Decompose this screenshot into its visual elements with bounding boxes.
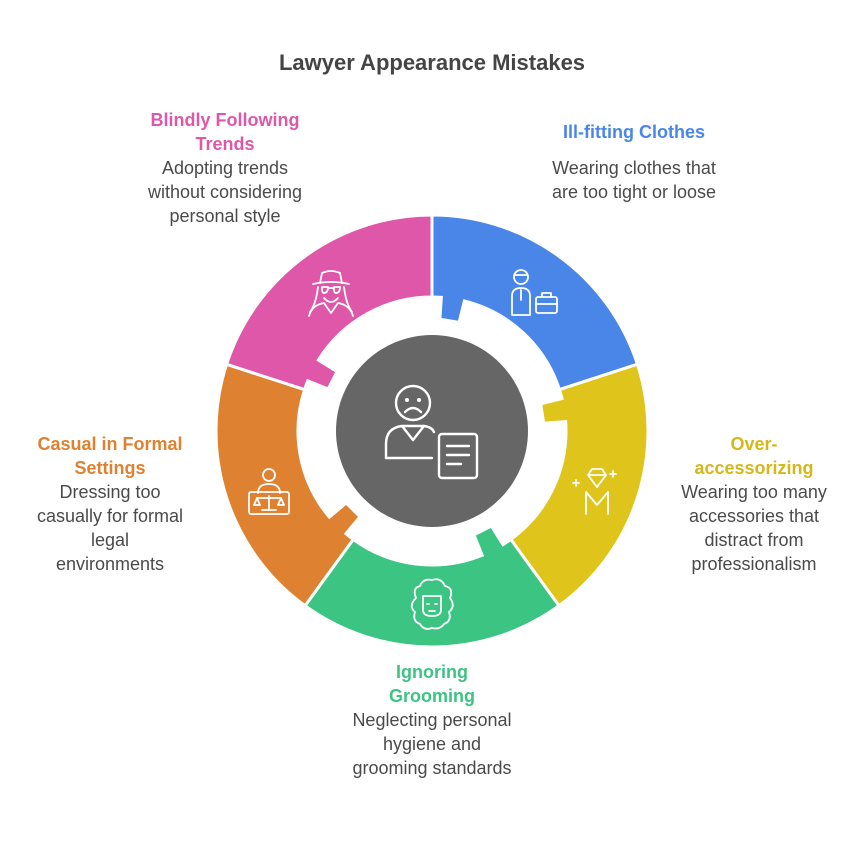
segment-label-ignoring-grooming: Ignoring Grooming Neglecting personal hy…: [332, 660, 532, 780]
segment-title: Blindly Following Trends: [150, 110, 300, 154]
judge-scales-icon: [248, 468, 290, 515]
messy-hair-face-icon: [410, 578, 454, 630]
segment-label-ill-fitting: Ill-fitting Clothes Wearing clothes that…: [532, 120, 736, 204]
diamond-necklace-icon: [572, 468, 617, 515]
hat-sunglasses-person-icon: [308, 270, 354, 317]
segment-label-over-accessorizing: Over-accessorizing Wearing too many acce…: [664, 432, 844, 576]
segment-label-casual-formal: Casual in Formal Settings Dressing too c…: [20, 432, 200, 576]
center-circle: [336, 335, 528, 527]
segment-title: Casual in Formal Settings: [37, 434, 183, 478]
page-title: Lawyer Appearance Mistakes: [278, 50, 586, 75]
segment-title: Ignoring Grooming: [389, 662, 475, 706]
sad-lawyer-document-icon: [384, 384, 479, 480]
segment-description: Neglecting personal hygiene and grooming…: [352, 710, 512, 778]
segment-description: Wearing clothes that are too tight or lo…: [551, 158, 717, 202]
businessman-briefcase-icon: [511, 269, 558, 316]
segment-label-following-trends: Blindly Following Trends Adopting trends…: [125, 108, 325, 228]
segment-title: Ill-fitting Clothes: [563, 122, 705, 142]
segment-description: Adopting trends without considering pers…: [147, 158, 303, 226]
segment-title: Over-accessorizing: [694, 434, 814, 478]
segment-description: Dressing too casually for formal legal e…: [36, 482, 184, 574]
segment-description: Wearing too many accessories that distra…: [681, 482, 827, 574]
